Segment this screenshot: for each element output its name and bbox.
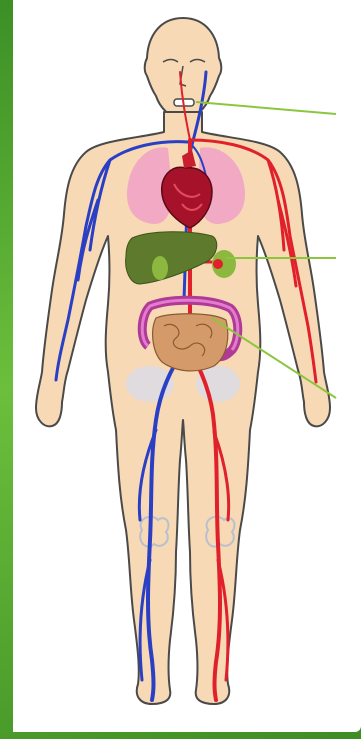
left-kidney — [152, 256, 168, 280]
mouth-pointer — [196, 102, 336, 114]
small-intestine — [153, 314, 228, 371]
right-kidney-vessel — [213, 259, 223, 269]
